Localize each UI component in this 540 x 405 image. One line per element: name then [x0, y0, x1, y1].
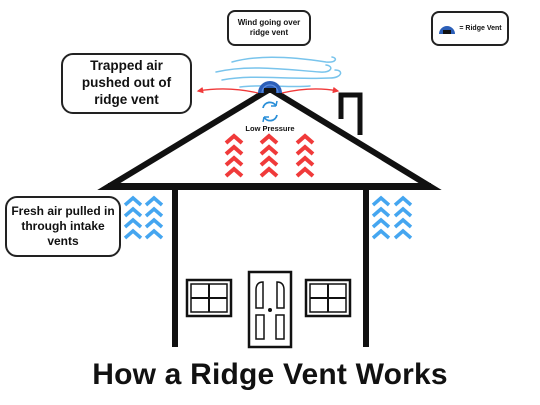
air-out-arrow-left — [196, 86, 259, 94]
trapped-air-callout: Trapped air pushed out of ridge vent — [61, 53, 192, 114]
low-pressure-label: Low Pressure — [245, 124, 294, 133]
wind-lines — [215, 56, 342, 88]
left-window — [185, 278, 233, 318]
air-out-arrow-right — [281, 86, 340, 94]
page-title: How a Ridge Vent Works — [92, 358, 448, 391]
legend-label: = Ridge Vent — [459, 25, 502, 32]
legend: = Ridge Vent — [431, 11, 509, 46]
right-window — [304, 278, 352, 318]
refresh-icon — [262, 100, 278, 123]
fresh-air-callout: Fresh air pulled in through intake vents — [5, 196, 121, 257]
ridge-vent-legend-icon — [439, 25, 456, 34]
intake-arrows-left — [123, 195, 164, 240]
front-door — [247, 270, 293, 349]
intake-arrows-right — [371, 195, 413, 240]
chimney — [338, 92, 363, 135]
ridge-vent-icon — [258, 81, 282, 94]
wind-callout: Wind going over ridge vent — [227, 10, 311, 46]
hot-air-arrows — [224, 133, 315, 178]
